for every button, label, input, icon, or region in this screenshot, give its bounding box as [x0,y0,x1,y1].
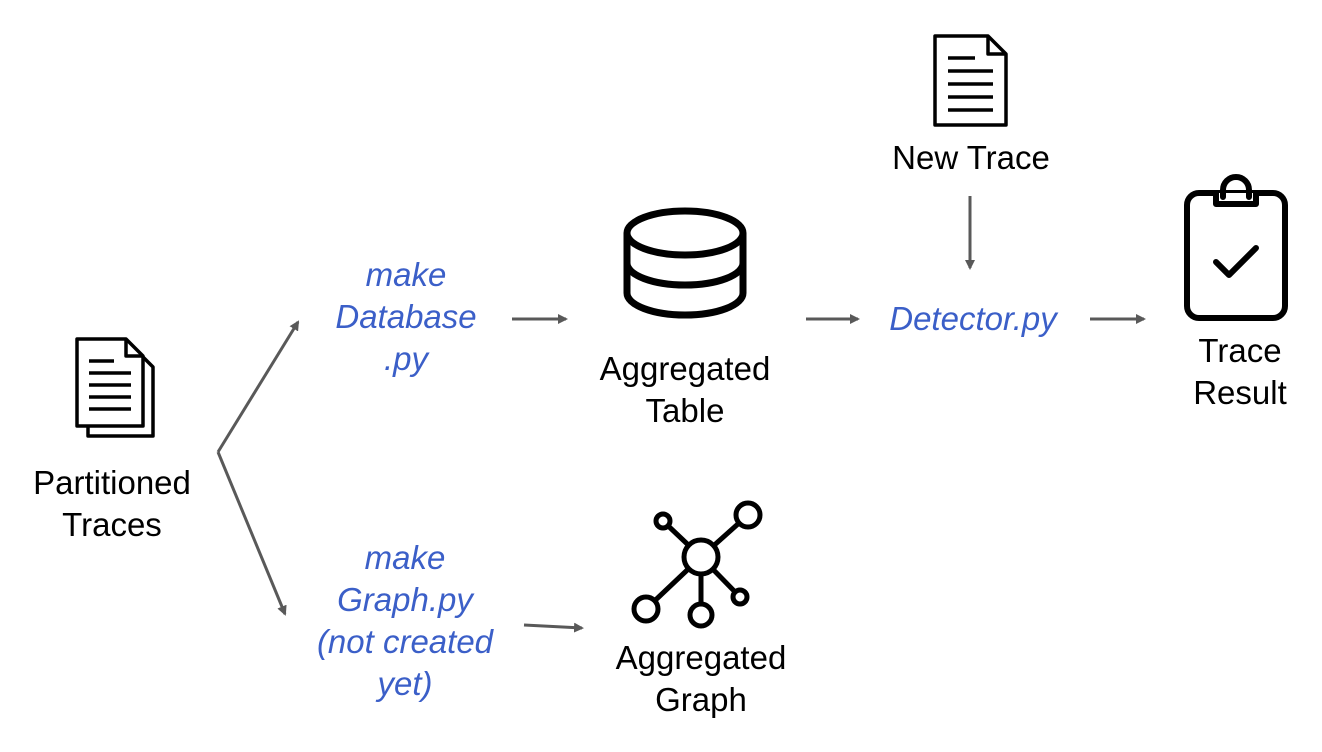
make-database-label: make Database .py [306,254,506,380]
database-icon [623,207,747,319]
trace-result-label: Trace Result [1160,330,1320,414]
aggregated-table-label: Aggregated Table [575,348,795,432]
partitioned-traces-line-1: Partitioned [33,464,191,501]
arrow-make-graph-to-graph [523,622,584,633]
make-graph-line-1: make [364,539,446,576]
aggregated-graph-label: Aggregated Graph [591,637,811,721]
make-graph-line-4: yet) [377,665,433,702]
aggregated-table-line-1: Aggregated [599,350,771,387]
trace-result-line-2: Result [1193,374,1287,411]
new-trace-line-1: New Trace [892,139,1050,176]
arrow-split-to-make-graph [216,451,287,616]
new-trace-label: New Trace [860,137,1082,179]
make-database-line-1: make [365,256,447,293]
arrow-split-to-make-database [216,320,300,453]
aggregated-graph-line-1: Aggregated [615,639,787,676]
make-database-line-2: Database [335,298,477,335]
partitioned-traces-label: Partitioned Traces [12,462,212,546]
aggregated-table-line-2: Table [645,392,725,429]
clipboard-check-icon [1184,174,1288,321]
make-graph-label: make Graph.py (not created yet) [290,537,520,705]
trace-result-line-1: Trace [1198,332,1282,369]
document-icon [933,34,1008,127]
make-graph-line-2: Graph.py [337,581,473,618]
make-database-line-3: .py [383,340,429,377]
detector-label: Detector.py [862,298,1084,340]
partitioned-traces-line-2: Traces [62,506,162,543]
detector-line-1: Detector.py [889,300,1057,337]
arrows [216,196,1146,633]
graph-network-icon [631,500,763,629]
make-graph-line-3: (not created [316,623,494,660]
aggregated-graph-line-2: Graph [655,681,747,718]
documents-icon [75,337,155,438]
